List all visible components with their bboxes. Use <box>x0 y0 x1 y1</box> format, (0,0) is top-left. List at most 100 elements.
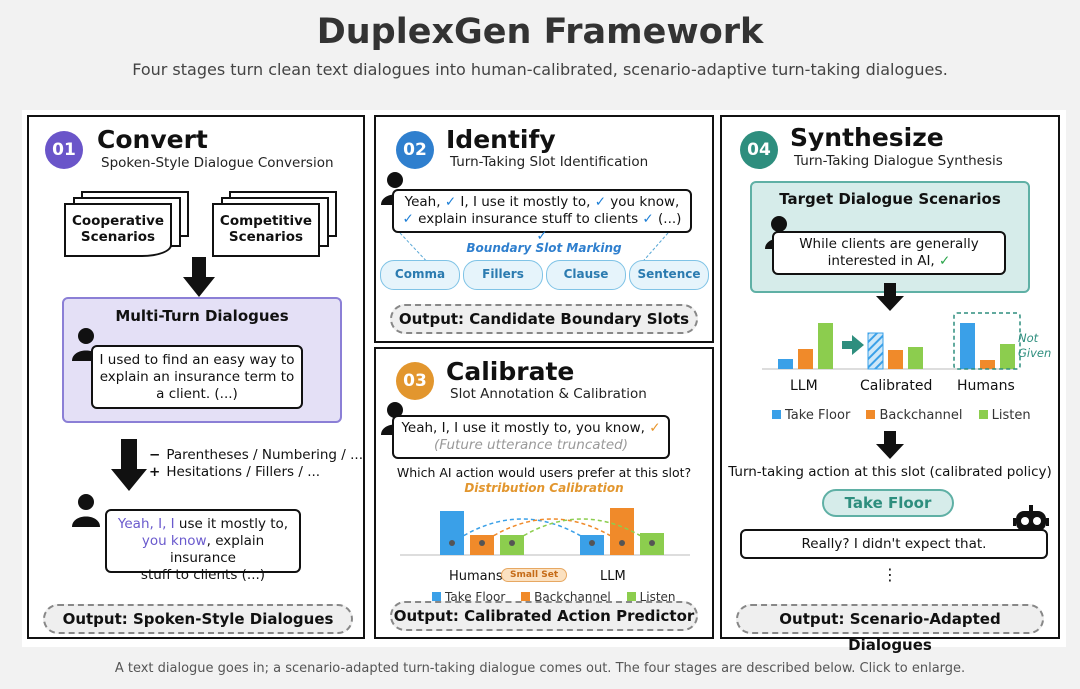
scenario-utterance-bubble: While clients are generally interested i… <box>772 231 1006 275</box>
calibration-bar <box>610 508 634 555</box>
synthesis-bar <box>867 332 884 370</box>
humans-not-given-box <box>953 312 1021 370</box>
calibration-chart <box>400 508 690 556</box>
down-arrow-1 <box>183 257 215 297</box>
take-floor-pill: Take Floor <box>822 489 954 517</box>
synthesis-bar <box>1000 344 1015 369</box>
cooperative-doc: Cooperative Scenarios <box>64 203 172 257</box>
calibrate-question: Which AI action would users prefer at th… <box>396 465 692 480</box>
calibrate-output: Output: Calibrated Action Predictor <box>390 601 698 631</box>
synthesis-bar <box>908 347 923 369</box>
calibrate-badge: 03 <box>396 362 434 400</box>
slot-check: ✓ <box>649 420 661 436</box>
legend-listen: Listen <box>991 408 1031 423</box>
legend-take-floor: Take Floor <box>785 408 851 423</box>
user-icon-2 <box>72 494 100 527</box>
action-text: Turn-taking action at this slot (calibra… <box>728 464 1052 480</box>
calibrate-panel: 03 Calibrate Slot Annotation & Calibrati… <box>374 347 714 639</box>
identify-badge: 02 <box>396 131 434 169</box>
calibrate-subtitle: Slot Annotation & Calibration <box>450 386 647 402</box>
group-calibrated-label: Calibrated <box>860 378 933 394</box>
synthesis-bar <box>818 323 833 369</box>
page-title: DuplexGen Framework <box>316 12 764 52</box>
spoken-text-3: stuff to clients (...) <box>140 567 266 583</box>
slot-fillers: Fillers <box>463 260 543 290</box>
calibrate-utterance-bubble: Yeah, I, I use it mostly to, you know, ✓… <box>392 415 670 459</box>
calibrate-legend: Take Floor Backchannel Listen <box>432 590 676 604</box>
calibration-point <box>449 540 455 546</box>
llm-label: LLM <box>600 569 626 584</box>
legend-backchannel: Backchannel <box>879 408 963 423</box>
calibration-point <box>479 540 485 546</box>
down-arrow-3 <box>876 283 904 311</box>
identify-subtitle: Turn-Taking Slot Identification <box>450 154 649 170</box>
synthesize-output: Output: Scenario-Adapted Dialogues <box>736 604 1044 654</box>
group-humans-label: Humans <box>957 378 1015 394</box>
multi-turn-title: Multi-Turn Dialogues <box>115 307 289 325</box>
synthesis-bar <box>778 359 793 369</box>
identify-title: Identify <box>446 125 556 154</box>
synthesize-title: Synthesize <box>790 123 944 152</box>
slot-clause: Clause <box>546 260 626 290</box>
synthesis-bar <box>888 350 903 369</box>
competitive-label: Competitive Scenarios <box>219 213 313 245</box>
down-arrow-2 <box>111 439 147 491</box>
small-set-badge: Small Set <box>501 568 568 582</box>
calibrate-title: Calibrate <box>446 357 575 386</box>
transfer-arrow <box>842 335 864 355</box>
identify-text-5: (...) <box>653 211 682 227</box>
identify-text-2: I, I use it mostly to, <box>456 194 595 210</box>
ellipsis: ⋮ <box>882 565 898 584</box>
synthesize-panel: 04 Synthesize Turn-Taking Dialogue Synth… <box>720 115 1060 654</box>
slot-check: ✓ <box>939 253 951 269</box>
slot-check: ✓ <box>642 211 654 227</box>
calibration-point <box>509 540 515 546</box>
clean-utterance-bubble: I used to find an easy way to explain an… <box>91 345 303 409</box>
page-subtitle: Four stages turn clean text dialogues in… <box>132 60 948 79</box>
distribution-label: Distribution Calibration <box>464 481 624 495</box>
slot-check: ✓ <box>536 228 548 244</box>
not-given-label: Not Given <box>1018 331 1052 360</box>
slot-check: ✓ <box>444 194 457 210</box>
synthesize-badge: 04 <box>740 131 778 169</box>
calibration-point <box>649 540 655 546</box>
synthesis-bar <box>798 349 813 369</box>
cooperative-label: Cooperative Scenarios <box>71 213 165 245</box>
down-arrow-4 <box>876 431 904 459</box>
humans-label: Humans <box>449 569 503 584</box>
convert-panel: 01 Convert Spoken-Style Dialogue Convers… <box>27 115 365 639</box>
calibration-point <box>589 540 595 546</box>
minus-edits: −Parentheses / Numbering / ... <box>149 447 364 463</box>
reply-bubble: Really? I didn't expect that. <box>740 529 1048 559</box>
minus-edits-text: Parentheses / Numbering / ... <box>166 447 364 463</box>
convert-output: Output: Spoken-Style Dialogues <box>43 604 353 634</box>
plus-edits: +Hesitations / Fillers / ... <box>149 464 321 480</box>
identify-panel: 02 Identify Turn-Taking Slot Identificat… <box>374 115 714 343</box>
convert-badge: 01 <box>45 131 83 169</box>
spoken-utterance-bubble: Yeah, I, I use it mostly to, you know, e… <box>105 509 301 583</box>
identify-output: Output: Candidate Boundary Slots <box>390 304 698 334</box>
figure-caption: A text dialogue goes in; a scenario-adap… <box>114 661 966 676</box>
framework-figure[interactable]: 01 Convert Spoken-Style Dialogue Convers… <box>22 110 1066 654</box>
synthesis-chart <box>762 312 1021 370</box>
identify-text-1: Yeah, <box>404 194 445 210</box>
group-llm-label: LLM <box>790 378 818 394</box>
calibrate-text: Yeah, I, I use it mostly to, you know, <box>401 420 650 436</box>
identify-utterance-bubble: Yeah, ✓ I, I use it mostly to, ✓ you kno… <box>392 189 692 244</box>
competitive-doc: Competitive Scenarios <box>212 203 320 257</box>
spoken-filler-2: you know <box>141 533 207 549</box>
synthesize-legend: Take Floor Backchannel Listen <box>772 408 1031 423</box>
synthesize-subtitle: Turn-Taking Dialogue Synthesis <box>794 153 1003 169</box>
scenario-title: Target Dialogue Scenarios <box>779 190 1001 208</box>
calibration-point <box>619 540 625 546</box>
slot-check: ✓ <box>594 194 606 210</box>
spoken-filler-1: Yeah, I, I <box>117 516 175 532</box>
plus-edits-text: Hesitations / Fillers / ... <box>166 464 321 480</box>
marking-label: Boundary Slot Marking <box>466 241 622 255</box>
synthesis-bar <box>980 360 995 369</box>
spoken-text-1: use it mostly to, <box>174 516 289 532</box>
legend-backchannel: Backchannel <box>534 590 611 604</box>
legend-listen: Listen <box>639 590 676 604</box>
slot-check: ✓ <box>402 211 414 227</box>
spoken-text-2: , explain insurance <box>169 533 265 566</box>
